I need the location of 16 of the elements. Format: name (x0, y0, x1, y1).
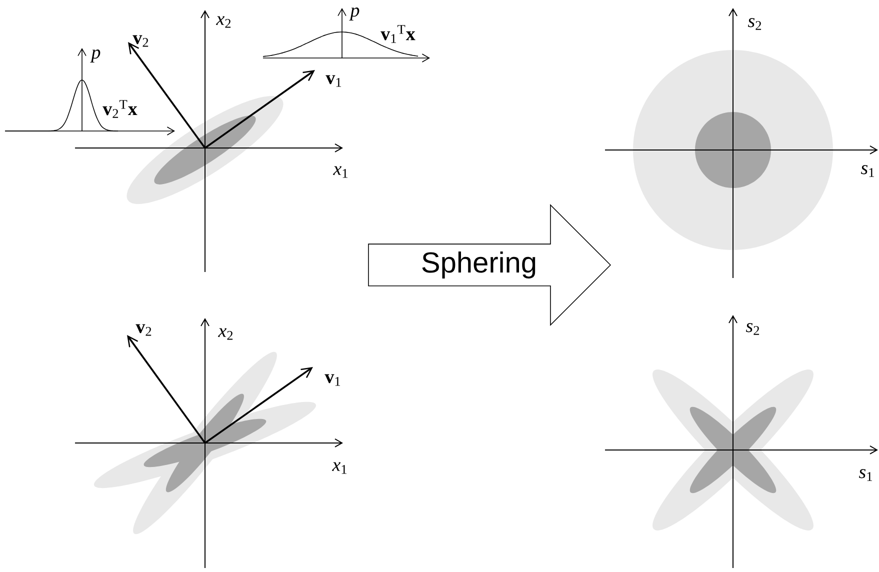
vector-label: v$_{2}$ (136, 324, 152, 336)
axis-label: p (349, 8, 360, 20)
axis-label: s$_{2}$ (748, 18, 762, 30)
axis-label: x$_{1}$ (332, 462, 346, 474)
vector-label: v$_{2}$ (132, 35, 148, 47)
projection-label: v$_{2}$$^{T}$x (102, 100, 138, 118)
axis-label: x$_{2}$ (218, 328, 233, 340)
vector-label: v$_{1}$ (324, 374, 340, 386)
axis-label: x$_{2}$ (216, 16, 231, 28)
axis-label: s$_{1}$ (858, 469, 872, 481)
axis-label: s$_{2}$ (746, 323, 760, 335)
projection-label: v$_{1}$$^{T}$x (380, 25, 416, 43)
axis-label: x$_{1}$ (332, 166, 348, 178)
vector-label: v$_{1}$ (326, 75, 342, 87)
axis-label: p (90, 50, 100, 62)
axis-label: s$_{1}$ (860, 165, 874, 177)
